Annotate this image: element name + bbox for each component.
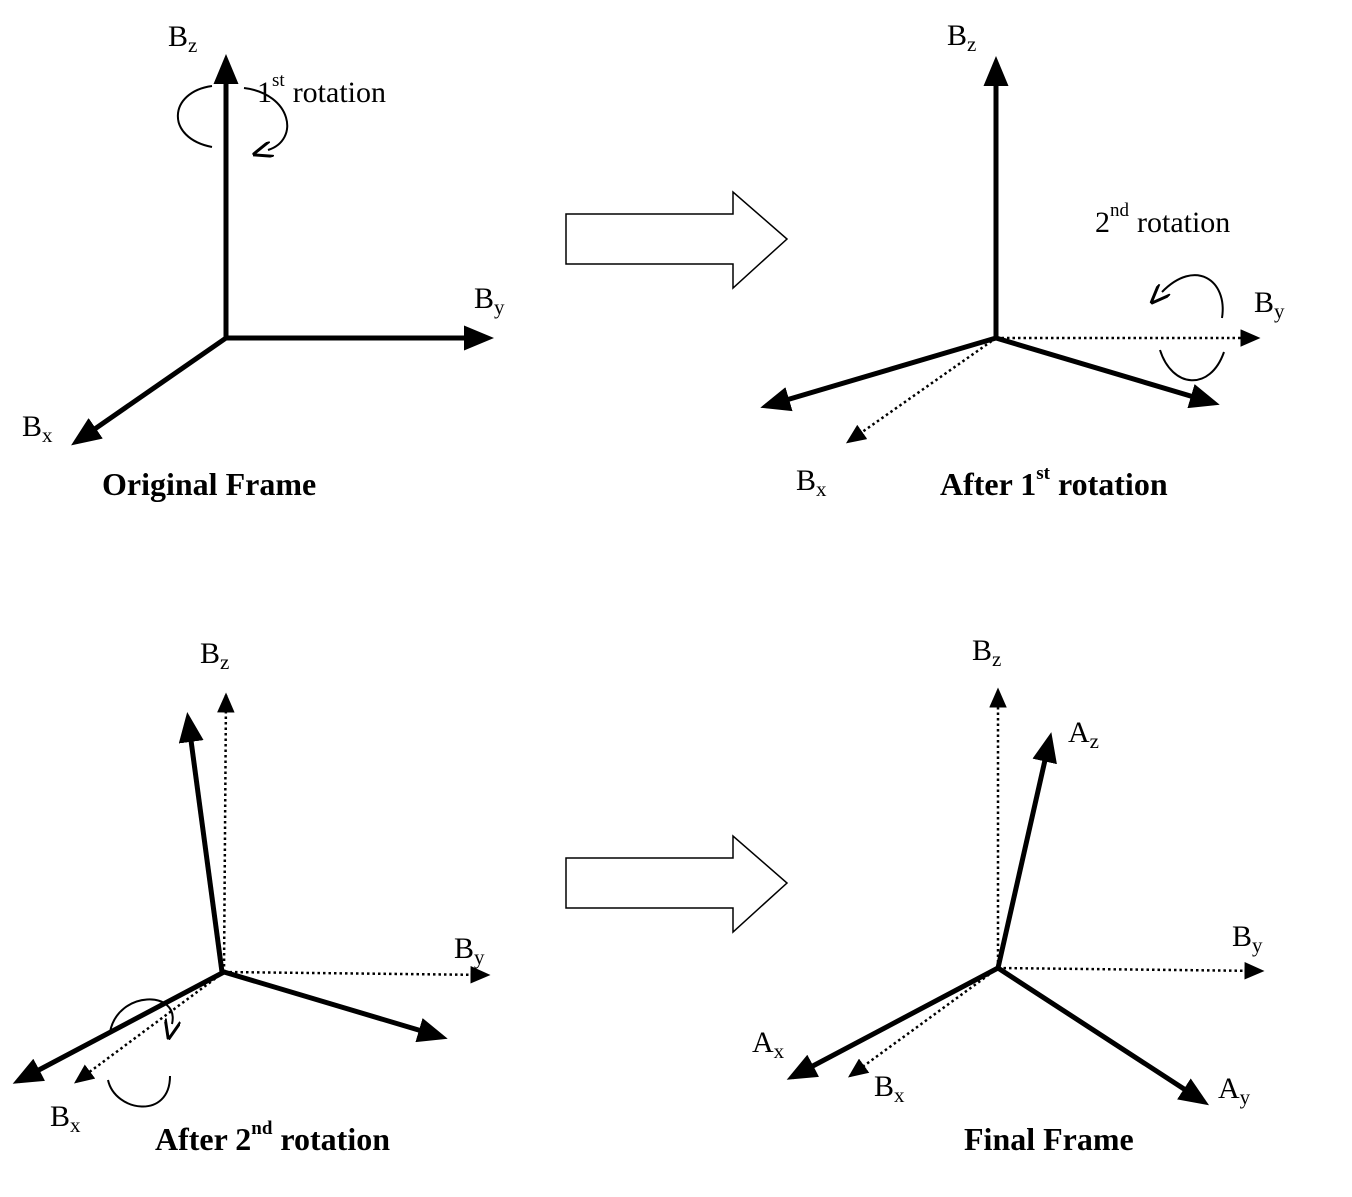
axis-bx-dotted	[845, 336, 997, 444]
rotation-arrow-1	[176, 85, 213, 148]
axis-rotated-x	[12, 969, 226, 1084]
axis-by-dotted	[997, 962, 1265, 980]
axis-bx	[71, 335, 228, 446]
label-bz: Bz	[972, 634, 1001, 671]
title-original-frame: Original Frame	[102, 466, 316, 502]
axis-az	[995, 732, 1057, 969]
rotation-arrow-2	[1162, 274, 1224, 319]
rotation-arrow-3-tail	[107, 1075, 171, 1108]
axis-rotated-z	[178, 712, 225, 973]
label-bx: Bx	[50, 1100, 81, 1137]
axis-bx-dotted	[73, 970, 225, 1084]
label-bx: Bx	[874, 1070, 905, 1107]
axis-rotated-y	[995, 335, 1220, 409]
title-final-frame: Final Frame	[964, 1121, 1134, 1157]
axis-rotated-x	[760, 335, 997, 412]
label-az: Az	[1068, 716, 1099, 753]
transition-arrow-top	[565, 190, 789, 290]
label-ay: Ay	[1218, 1072, 1251, 1109]
panel-final-frame: Bz Az By Ax Bx Ay Final Frame	[752, 634, 1265, 1157]
label-bx: Bx	[22, 410, 53, 447]
axis-by-dotted	[223, 966, 491, 984]
rotation-arrow-1-head	[243, 87, 289, 150]
label-ax: Ax	[752, 1026, 785, 1063]
rotation-arrow-3	[109, 998, 173, 1032]
axis-bx-dotted	[847, 966, 999, 1078]
label-bz: Bz	[168, 20, 197, 57]
label-by: By	[1232, 920, 1263, 957]
axis-bz-dotted	[217, 692, 235, 973]
label-bz: Bz	[200, 637, 229, 674]
axis-ax	[786, 965, 1000, 1080]
transition-arrow-bottom	[565, 834, 789, 934]
label-by: By	[474, 282, 505, 319]
axis-rotated-y	[223, 969, 448, 1043]
label-by: By	[1254, 286, 1285, 323]
rotation-arrow-2-tail	[1159, 349, 1225, 382]
label-bx: Bx	[796, 464, 827, 501]
axis-ay	[996, 965, 1210, 1106]
label-by: By	[454, 932, 485, 969]
label-bz: Bz	[947, 19, 976, 56]
